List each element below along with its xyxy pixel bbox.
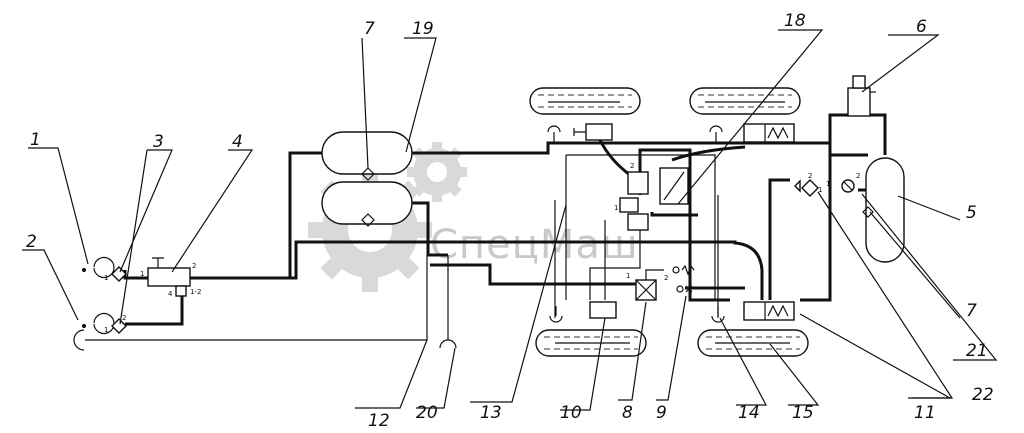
label-12: 12 [368, 411, 390, 431]
element-20 [439, 255, 457, 349]
label-3: 3 [153, 132, 164, 152]
svg-text:1: 1 [614, 204, 618, 212]
label-18: 18 [784, 11, 806, 31]
line-filters-3: 1 1 2 [104, 266, 127, 334]
coupling-heads [73, 256, 115, 351]
modulator-block-18: 2 1 [614, 162, 689, 231]
air-tank-5 [862, 157, 905, 263]
leader-lines [22, 29, 998, 411]
svg-text:1-2: 1-2 [190, 288, 201, 296]
svg-text:1: 1 [104, 326, 108, 334]
svg-text:2: 2 [856, 172, 860, 180]
brake-chambers [573, 123, 795, 321]
label-21: 21 [966, 341, 988, 361]
valve-22: 2 1 [794, 172, 822, 197]
svg-text:2: 2 [192, 262, 196, 270]
label-19: 19 [412, 19, 434, 39]
wheel-front-right [689, 87, 801, 115]
wheel-rear-left [535, 329, 647, 357]
speed-sensors [547, 125, 725, 323]
label-7-right: 7 [966, 301, 977, 321]
label-22: 22 [972, 385, 994, 405]
svg-text:1: 1 [818, 186, 822, 194]
svg-text:1: 1 [140, 270, 144, 278]
valve-21: 1 2 [826, 172, 860, 193]
main-pipelines [123, 113, 887, 326]
svg-text:1: 1 [104, 274, 108, 282]
valve-8: 1 2 [626, 264, 695, 301]
svg-text:2: 2 [808, 172, 812, 180]
label-1: 1 [30, 130, 41, 150]
svg-text:4: 4 [168, 290, 173, 298]
label-5: 5 [966, 203, 977, 223]
label-7-top: 7 [364, 19, 375, 39]
svg-text:1: 1 [626, 272, 630, 280]
wheel-front-left [529, 87, 641, 115]
svg-text:2: 2 [664, 274, 668, 282]
label-14: 14 [738, 403, 760, 423]
label-13: 13 [480, 403, 502, 423]
watermark-text: СпецМаш [430, 222, 639, 268]
valve-4: 1 2 4 1-2 [140, 257, 201, 298]
label-4: 4 [232, 132, 243, 152]
valve-6 [847, 75, 876, 117]
label-2: 2 [26, 232, 37, 252]
wheel-rear-right [697, 329, 809, 357]
label-15: 15 [792, 403, 814, 423]
label-8: 8 [622, 403, 633, 423]
label-10: 10 [560, 403, 582, 423]
svg-text:2: 2 [122, 314, 126, 322]
label-20: 20 [416, 403, 438, 423]
label-6: 6 [916, 17, 927, 37]
label-9: 9 [656, 403, 667, 423]
svg-text:2: 2 [630, 162, 634, 170]
label-11: 11 [914, 403, 936, 423]
callout-labels: 1 2 3 4 5 6 7 7 8 9 10 11 12 13 14 15 18… [26, 11, 994, 431]
valve-9 [676, 285, 693, 293]
svg-text:1: 1 [826, 180, 830, 188]
